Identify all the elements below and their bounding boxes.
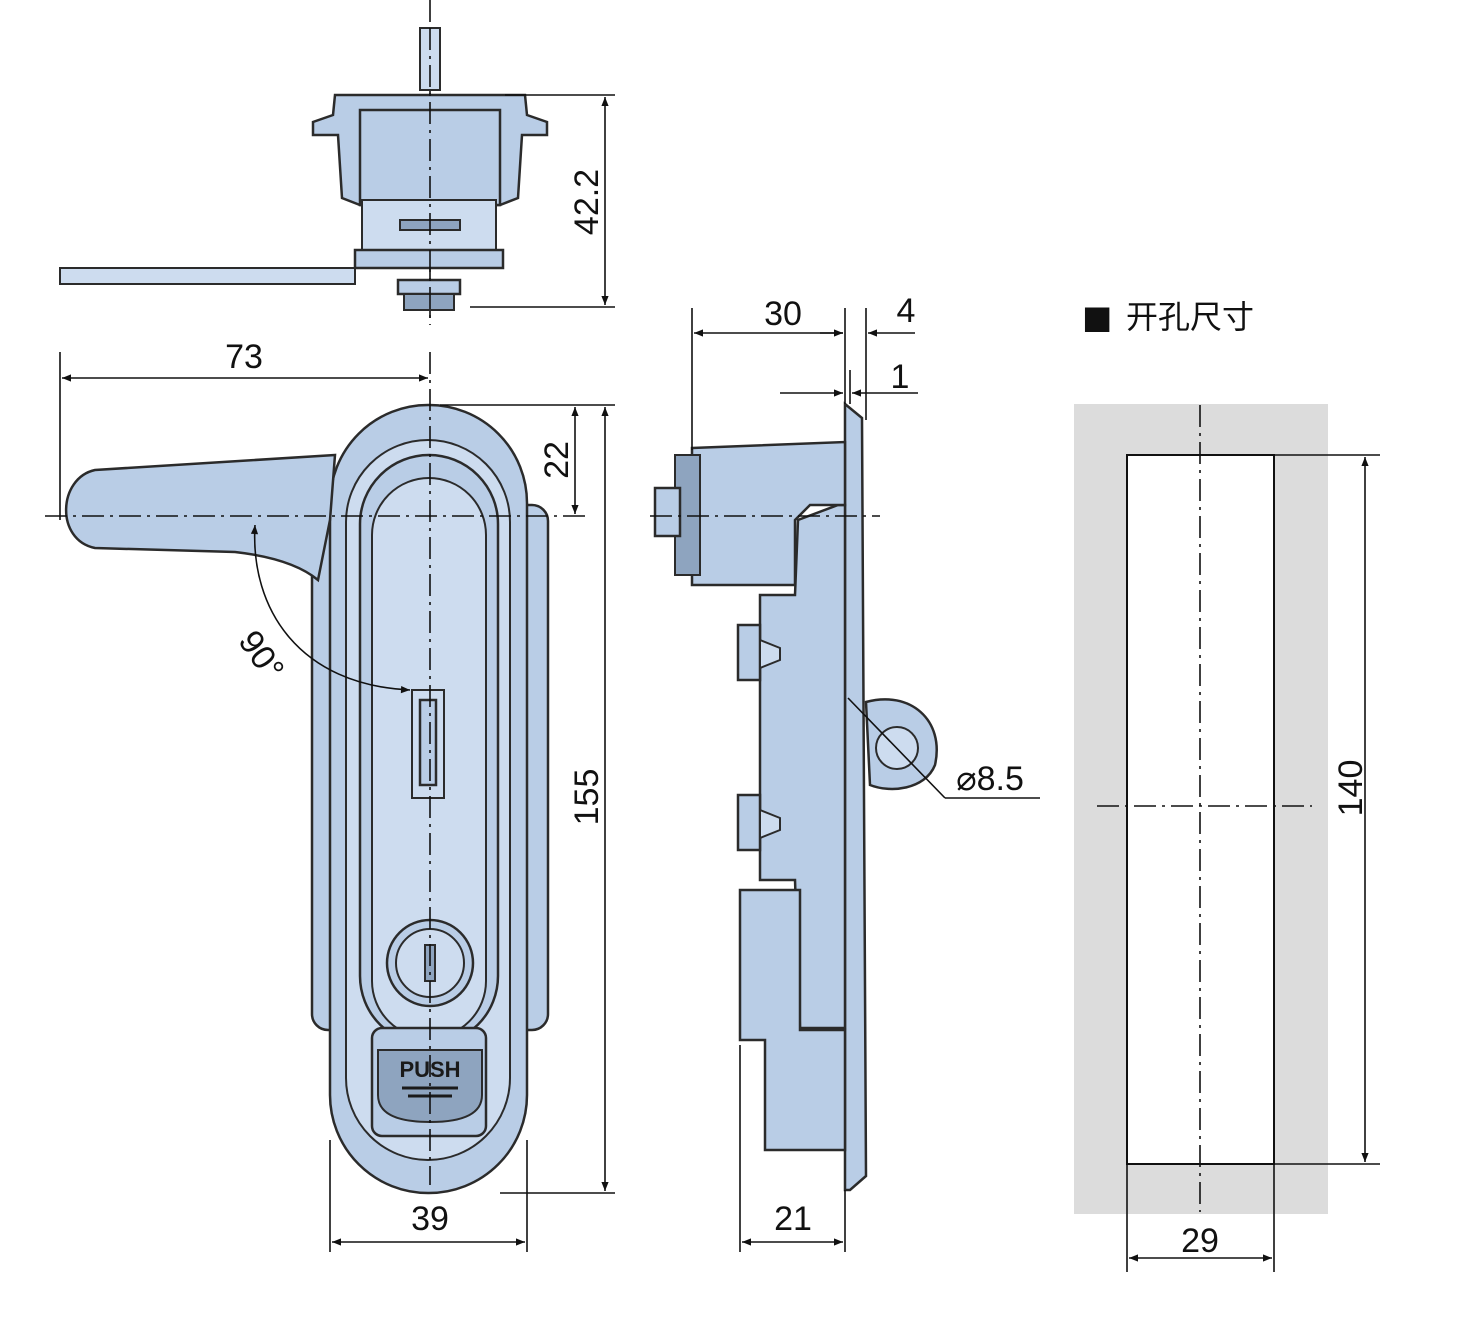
dim-1: 1 (891, 358, 910, 396)
cutout-marker: ■ (1082, 298, 1112, 336)
top-view: 42.2 (59, 0, 615, 325)
rotation-angle: 90° (231, 624, 292, 688)
dim-29: 29 (1181, 1222, 1219, 1260)
front-view: PUSH 90° 73 22 155 39 (45, 338, 615, 1252)
cutout-title: 开孔尺寸 (1126, 298, 1254, 336)
dim-21: 21 (774, 1200, 812, 1238)
cutout-view: ■ 开孔尺寸 140 29 (1074, 298, 1380, 1272)
dim-73: 73 (225, 338, 263, 376)
dim-39: 39 (411, 1200, 449, 1238)
dim-155: 155 (568, 769, 606, 826)
dim-hole-8-5: ⌀8.5 (956, 760, 1024, 798)
dim-4: 4 (897, 292, 916, 330)
dim-30: 30 (764, 295, 802, 333)
dim-22: 22 (538, 441, 576, 479)
side-view: ⌀8.5 30 4 1 21 (650, 292, 1040, 1252)
dim-42-2: 42.2 (568, 169, 606, 235)
dim-140: 140 (1332, 760, 1370, 817)
